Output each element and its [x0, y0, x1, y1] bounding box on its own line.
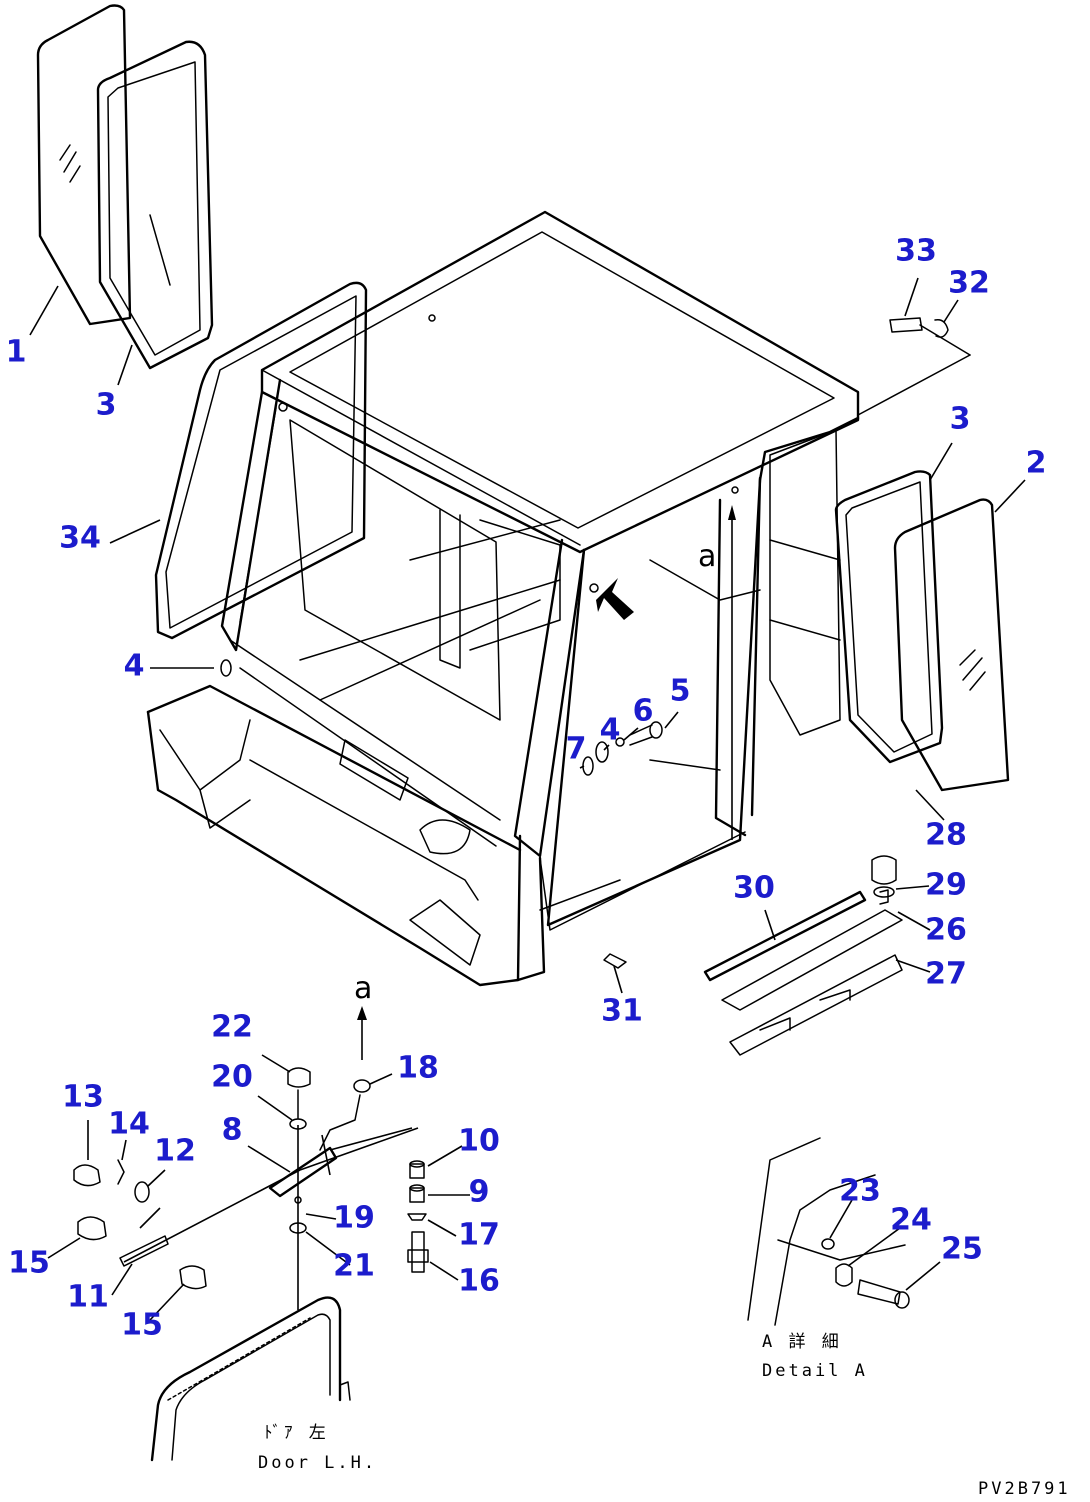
callout-22: 22 — [211, 1010, 253, 1045]
callout-5: 5 — [670, 674, 691, 709]
door-caption: ﾄﾞｱ 左 Door L.H. — [258, 1423, 377, 1473]
callout-9: 9 — [469, 1175, 490, 1210]
door-caption-jp: ﾄﾞｱ 左 — [264, 1423, 329, 1443]
leader-lines — [29, 277, 1026, 1321]
callout-19: 19 — [333, 1201, 375, 1236]
callout-labels: 1 3 34 4 33 32 3 2 5 6 4 7 28 29 30 26 2… — [6, 234, 1047, 1343]
callout-6: 6 — [633, 694, 654, 729]
callout-16: 16 — [458, 1264, 500, 1299]
callout-28: 28 — [925, 818, 967, 853]
callout-18: 18 — [397, 1051, 439, 1086]
callout-3: 3 — [96, 388, 117, 423]
part-3-weatherstrip-left — [96, 40, 214, 370]
part-2-side-glass — [893, 498, 1010, 792]
callout-29: 29 — [925, 868, 967, 903]
callout-13: 13 — [62, 1080, 104, 1115]
bolt-33-nut-32 — [857, 317, 971, 416]
callout-11: 11 — [67, 1280, 109, 1315]
part-1-side-glass — [36, 4, 132, 326]
detail-caption: A 詳 細 Detail A — [762, 1332, 868, 1381]
callout-34: 34 — [59, 521, 101, 556]
callout-15-upper: 15 — [8, 1246, 50, 1281]
callout-24: 24 — [890, 1203, 932, 1238]
detail-a-group — [747, 1137, 910, 1326]
callout-3-right: 3 — [950, 402, 971, 437]
callout-33: 33 — [895, 234, 937, 269]
callout-8: 8 — [222, 1113, 243, 1148]
step-rail-group — [703, 855, 903, 1056]
detail-caption-jp: A 詳 細 — [762, 1332, 842, 1352]
callout-15-lower: 15 — [121, 1308, 163, 1343]
callout-31: 31 — [601, 994, 643, 1029]
view-marker-top: a — [698, 539, 716, 574]
part-31-clip — [603, 953, 627, 969]
callout-25: 25 — [941, 1232, 983, 1267]
detail-caption-en: Detail A — [762, 1361, 868, 1381]
view-marker-bottom: a — [354, 971, 372, 1006]
door-caption-en: Door L.H. — [258, 1453, 377, 1473]
callout-7: 7 — [566, 732, 587, 767]
callout-20: 20 — [211, 1060, 253, 1095]
callout-32: 32 — [948, 266, 990, 301]
part-34-rear-window — [154, 281, 368, 640]
callout-10: 10 — [458, 1124, 500, 1159]
door-hinge-group — [73, 1006, 429, 1462]
callout-14: 14 — [108, 1107, 150, 1142]
drawing-number: PV2B791 — [978, 1479, 1071, 1499]
callout-4-door: 4 — [600, 713, 621, 748]
callout-2: 2 — [1026, 446, 1047, 481]
callout-1: 1 — [6, 335, 27, 370]
callout-27: 27 — [925, 957, 967, 992]
cab-body — [146, 210, 860, 987]
part-3-weatherstrip-right — [834, 470, 944, 764]
callout-17: 17 — [458, 1218, 500, 1253]
callout-12: 12 — [154, 1134, 196, 1169]
callout-4: 4 — [124, 649, 145, 684]
callout-21: 21 — [333, 1249, 375, 1284]
callout-30: 30 — [733, 871, 775, 906]
callout-26: 26 — [925, 913, 967, 948]
callout-23: 23 — [839, 1174, 881, 1209]
